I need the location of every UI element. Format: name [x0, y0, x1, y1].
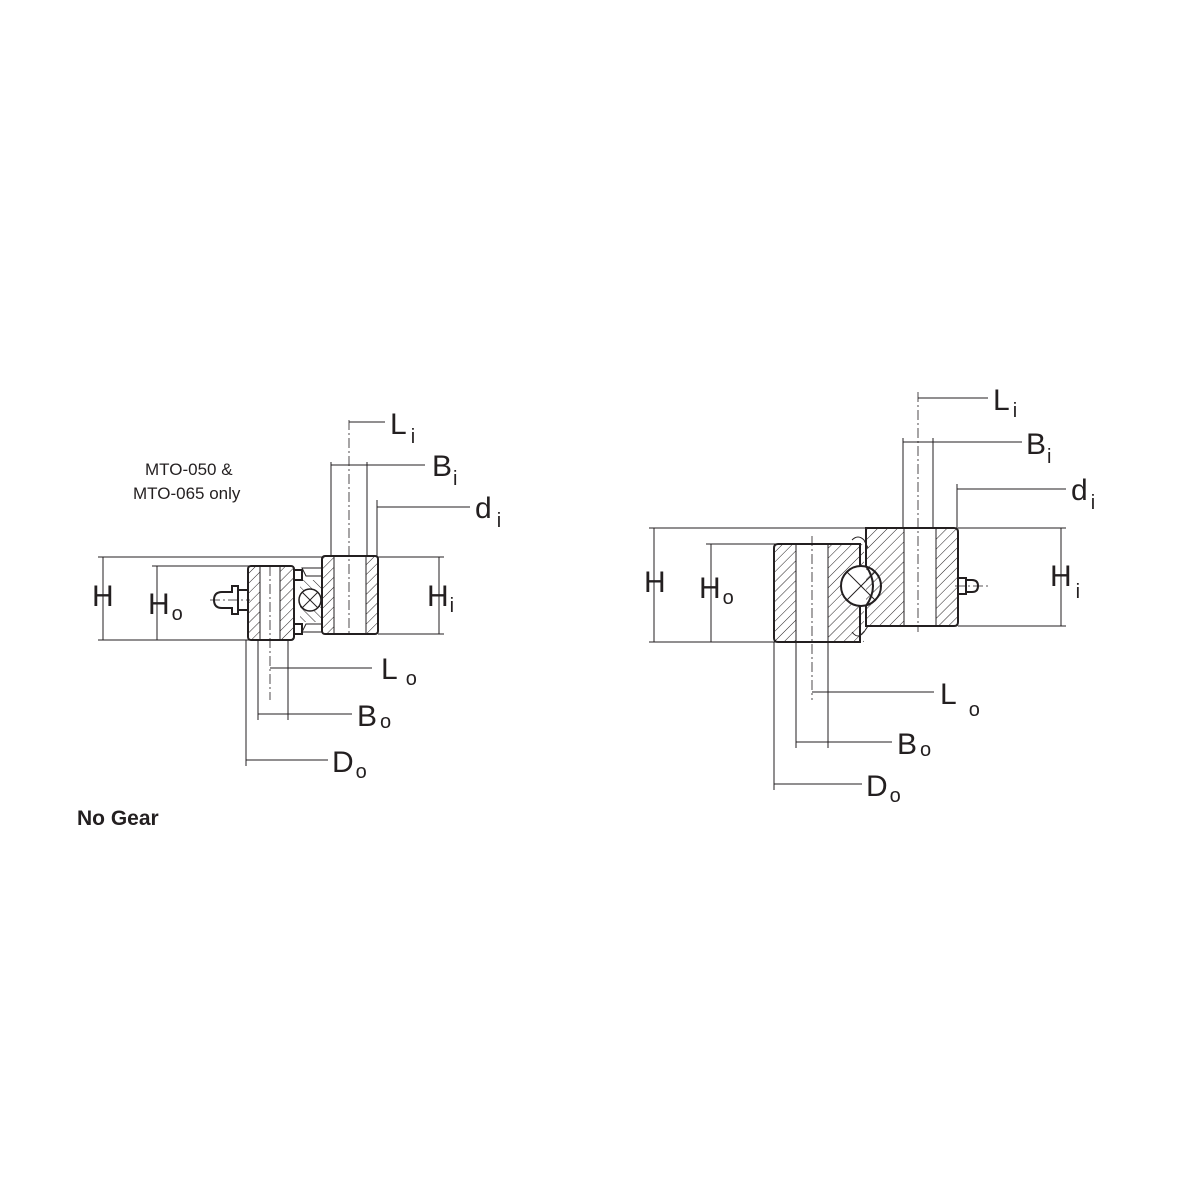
left-outer-ring [247, 565, 303, 641]
model-note-line2: MTO-065 only [133, 484, 241, 503]
right-label-H: H [644, 566, 666, 599]
right-top-dimensions [902, 397, 1066, 528]
left-inner-ring [321, 555, 379, 635]
left-top-dimensions [330, 421, 470, 556]
right-height-dimensions [649, 527, 1066, 643]
left-label-Hi: Hi [427, 580, 454, 617]
model-note-line1: MTO-050 & [145, 460, 233, 479]
right-label-Bi: Bi [1026, 428, 1051, 468]
no-gear-caption: No Gear [77, 807, 159, 830]
left-label-H: H [92, 580, 114, 613]
right-bottom-dimensions [773, 642, 934, 790]
left-bottom-dimensions [245, 640, 372, 766]
left-height-dimensions [98, 556, 444, 641]
right-inner-ring [865, 527, 959, 627]
left-label-Bi: Bi [432, 450, 457, 490]
